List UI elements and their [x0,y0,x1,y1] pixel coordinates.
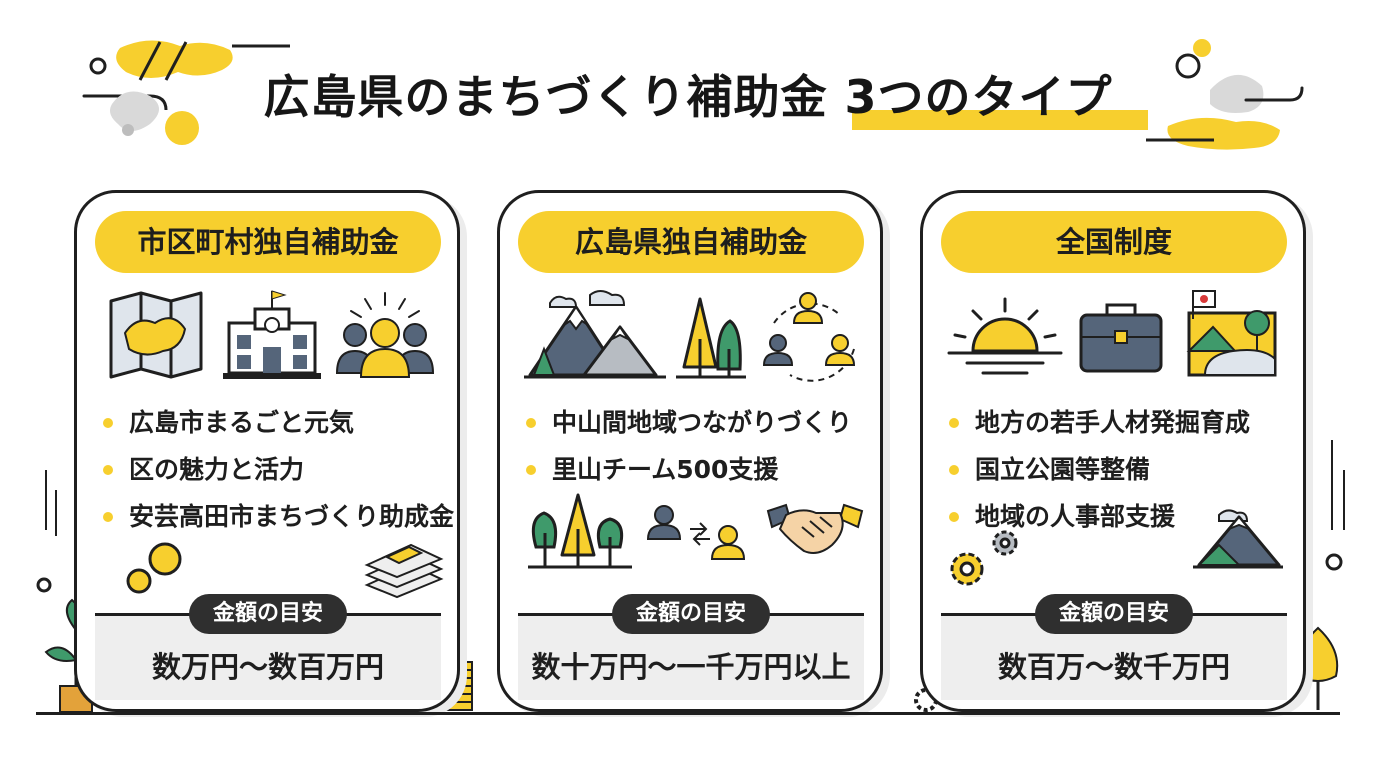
list-item: 広島市まるごと元気 [103,399,454,446]
card-heading: 広島県独自補助金 [518,211,864,273]
card-icons [520,289,866,389]
sunrise-icon [947,297,1063,375]
amount-box: 金額の目安 数十万円〜一千万円以上 [518,594,864,700]
list-item: 地方の若手人材発掘育成 [949,399,1250,446]
title-highlight [852,110,1148,130]
handshake-icon [766,503,864,554]
amount-label: 金額の目安 [188,594,348,634]
trees-icon [676,297,746,379]
amount-label: 金額の目安 [1034,594,1194,634]
ground-line [36,712,1340,715]
card-heading: 市区町村独自補助金 [95,211,441,273]
list-item: 区の魅力と活力 [103,446,454,493]
card-national: 全国制度 [920,190,1306,712]
card-item-list: 中山間地域つながりづくり 里山チーム500支援 [526,399,852,493]
prefecture-map-icon [109,291,203,379]
list-item: 中山間地域つながりづくり [526,399,852,446]
coins-cash-illustration [91,499,447,599]
card-prefecture: 広島県独自補助金 [497,190,883,712]
community-people-icon [335,292,435,378]
card-municipal: 市区町村独自補助金 [74,190,460,712]
card-item-list: 地方の若手人材発掘育成 国立公園等整備 地域の人事部支援 [949,399,1250,540]
amount-value: 数万円〜数百万円 [151,650,384,684]
list-item: 里山チーム500支援 [526,446,852,493]
amount-box: 金額の目安 数万円〜数百万円 [95,594,441,700]
list-item: 安芸高田市まちづくり助成金 [103,493,454,540]
city-hall-icon [223,290,321,379]
mountain-icon [1193,509,1283,569]
amount-label: 金額の目安 [611,594,771,634]
forest-icon [528,493,632,569]
list-item: 国立公園等整備 [949,446,1250,493]
national-park-icon [1186,290,1277,377]
amount-value: 数百万〜数千万円 [997,650,1230,684]
card-heading: 全国制度 [941,211,1287,273]
people-network-icon [762,292,856,382]
list-item: 地域の人事部支援 [949,493,1250,540]
gears-mountain-illustration [937,499,1293,599]
card-icons [943,289,1289,389]
page-title: 広島県のまちづくり補助金 3つのタイプ [263,70,1113,124]
briefcase-icon [1079,303,1163,373]
card-icons [97,289,443,389]
gear-icon [950,530,1018,586]
people-exchange-icon [646,505,746,560]
mountain-icon [524,290,666,379]
amount-value: 数十万円〜一千万円以上 [531,650,851,684]
amount-box: 金額の目安 数百万〜数千万円 [941,594,1287,700]
cash-stack-icon [364,543,444,599]
card-item-list: 広島市まるごと元気 区の魅力と活力 安芸高田市まちづくり助成金 [103,399,454,540]
cooperation-illustration [514,489,870,589]
